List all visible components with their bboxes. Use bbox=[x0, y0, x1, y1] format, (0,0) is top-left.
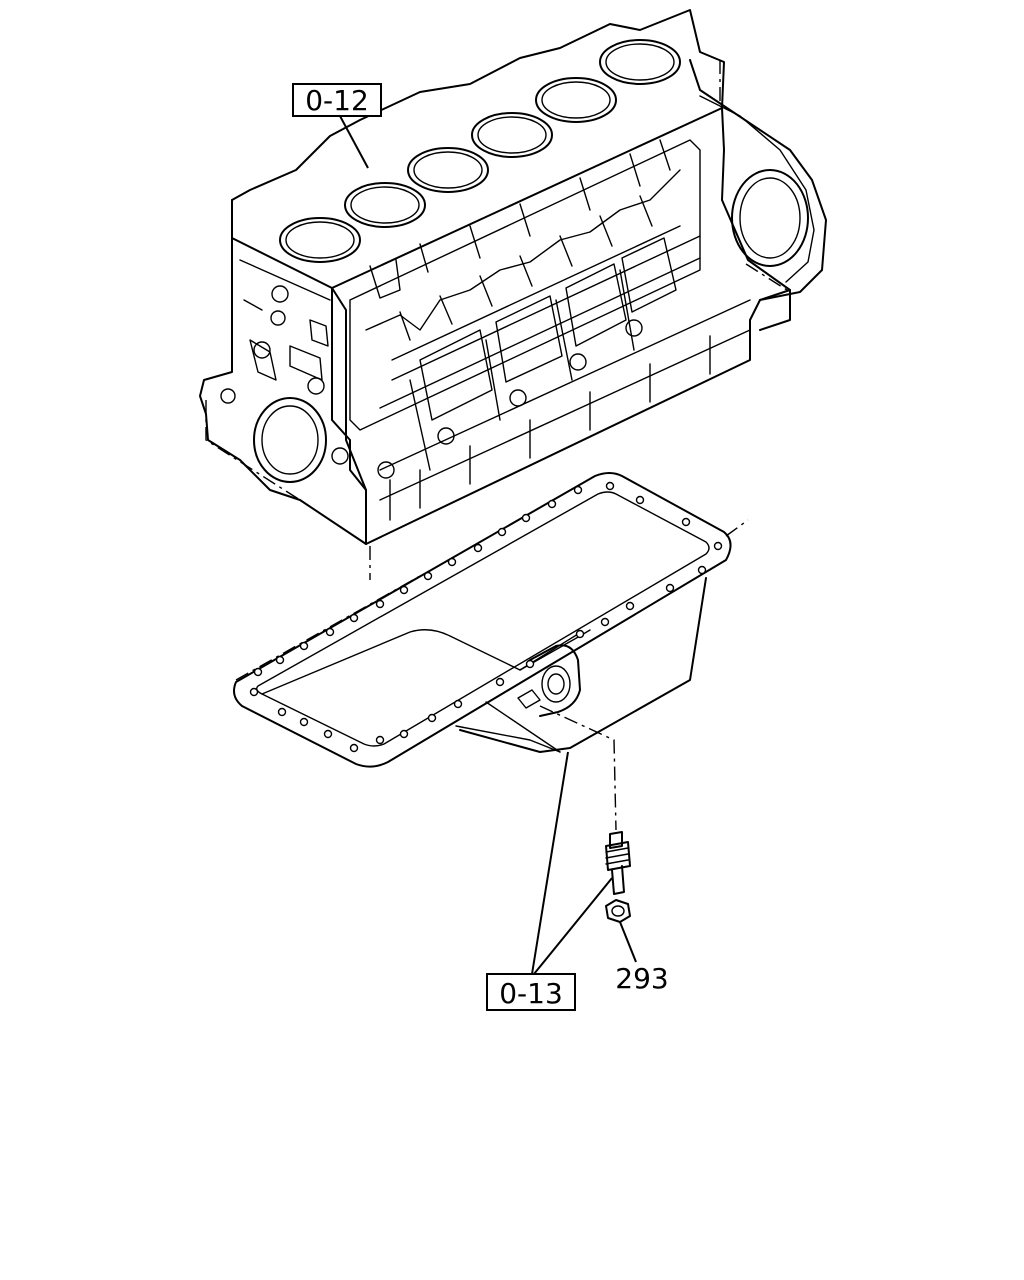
callout-0-12-label: 0-12 bbox=[305, 84, 369, 117]
callout-293[interactable]: 293 bbox=[615, 962, 668, 995]
cylinder-bore-2 bbox=[344, 182, 426, 228]
cylinder-bore-5 bbox=[535, 77, 617, 123]
cylinder-bore-3 bbox=[407, 147, 489, 193]
oil-pan bbox=[233, 472, 749, 768]
cylinder-bore-1 bbox=[279, 217, 361, 263]
hex-nut bbox=[605, 899, 631, 923]
cylinder-block bbox=[199, 9, 827, 545]
drain-stud bbox=[539, 705, 631, 895]
flange-bolt-holes bbox=[249, 481, 723, 753]
callout-0-13[interactable]: 0-13 bbox=[486, 973, 576, 1011]
part-number-293-label: 293 bbox=[615, 962, 668, 995]
leader-lines bbox=[339, 115, 637, 975]
callout-0-12[interactable]: 0-12 bbox=[292, 83, 382, 117]
cylinder-bore-6 bbox=[599, 39, 681, 85]
cylinder-bore-4 bbox=[471, 112, 553, 158]
callout-0-13-label: 0-13 bbox=[499, 977, 563, 1010]
